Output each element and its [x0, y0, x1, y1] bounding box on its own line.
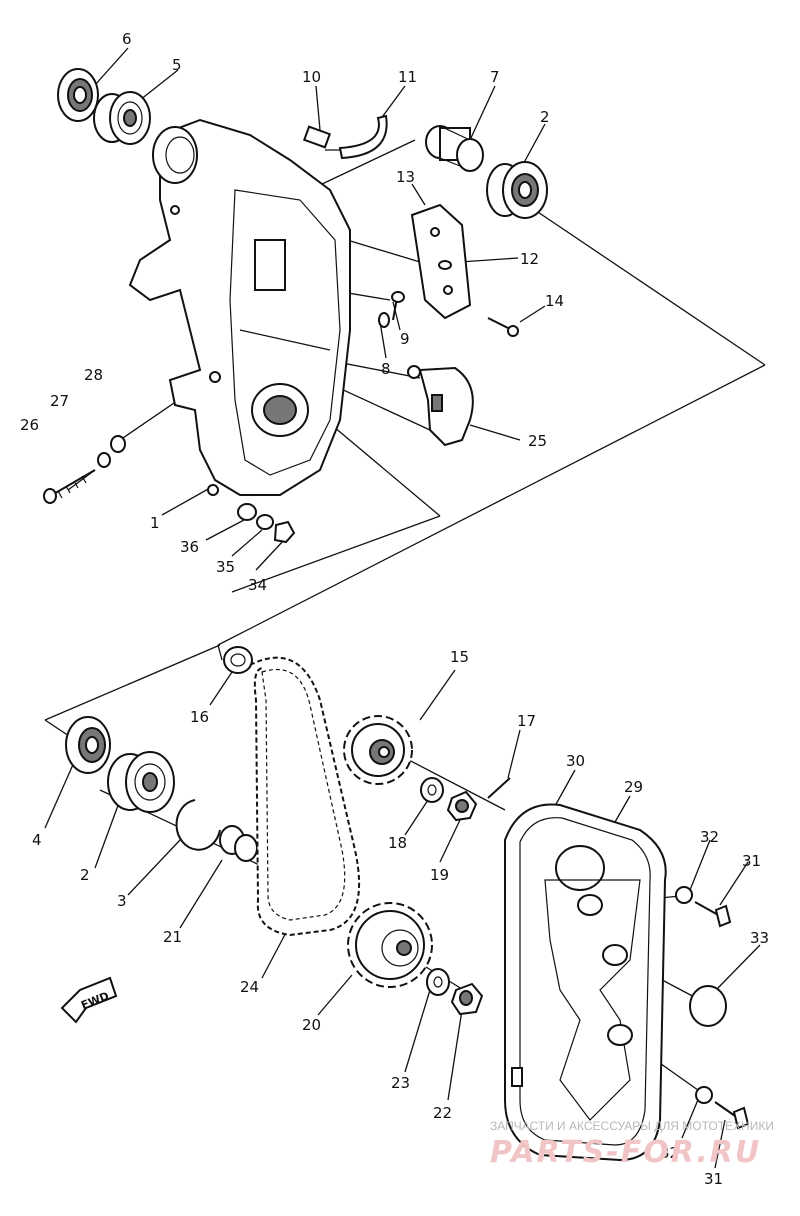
chain-case-cover-29 — [504, 803, 667, 1162]
label-33: 33 — [750, 929, 769, 947]
collar-7 — [425, 125, 484, 172]
bolt-9-washer-8 — [378, 291, 405, 328]
bearing-2-upper — [486, 161, 548, 219]
label-23: 23 — [391, 1074, 410, 1092]
label-36: 36 — [180, 538, 199, 556]
nut-washers-lower — [237, 503, 296, 544]
bolt-26 — [43, 435, 126, 504]
bearing-2-lower — [107, 751, 175, 813]
drive-sprocket-15 — [343, 715, 413, 785]
label-29: 29 — [624, 778, 643, 796]
plug-cap-33 — [689, 985, 727, 1027]
drive-chain-24 — [249, 656, 361, 937]
label-28: 28 — [84, 366, 103, 384]
bolt-31-upper — [675, 886, 732, 928]
label-26: 26 — [20, 416, 39, 434]
breather-nipple — [302, 114, 388, 160]
label-19: 19 — [430, 866, 449, 884]
forward-direction-arrow: FWD — [60, 976, 118, 1024]
label-13: 13 — [396, 168, 415, 186]
label-2-lower: 2 — [80, 866, 90, 884]
label-5: 5 — [172, 56, 182, 74]
bearing-5 — [93, 91, 151, 145]
label-24: 24 — [240, 978, 259, 996]
label-22: 22 — [433, 1104, 452, 1122]
label-8: 8 — [381, 360, 391, 378]
label-7: 7 — [490, 68, 500, 86]
label-14: 14 — [545, 292, 564, 310]
label-20: 20 — [302, 1016, 321, 1034]
bearing-4 — [65, 716, 111, 774]
label-34: 34 — [248, 576, 267, 594]
label-15: 15 — [450, 648, 469, 666]
bearing-6 — [57, 68, 99, 122]
label-31-upper: 31 — [742, 852, 761, 870]
part-number-labels: 1 2 2 3 4 5 6 7 8 9 10 11 12 13 14 15 16… — [20, 30, 769, 1188]
label-6: 6 — [122, 30, 132, 48]
label-18: 18 — [388, 834, 407, 852]
label-3: 3 — [117, 892, 127, 910]
chain-case-housing — [128, 118, 351, 496]
label-12: 12 — [520, 250, 539, 268]
label-10: 10 — [302, 68, 321, 86]
label-11: 11 — [398, 68, 417, 86]
bolt-31-lower — [695, 1086, 750, 1130]
cotter-pin-17 — [487, 777, 511, 799]
washer-23-nut-22 — [426, 968, 484, 1016]
watermark-caption: ЗАПЧАСТИ И АКСЕССУАРЫ ДЛЯ МОТОТЕХНИКИ — [490, 1119, 774, 1133]
label-1: 1 — [150, 514, 160, 532]
label-17: 17 — [517, 712, 536, 730]
label-35: 35 — [216, 558, 235, 576]
adjuster-plate — [410, 203, 472, 320]
label-4: 4 — [32, 831, 42, 849]
label-27: 27 — [50, 392, 69, 410]
label-21: 21 — [163, 928, 182, 946]
collar-21 — [219, 825, 258, 862]
tensioner-25 — [407, 365, 474, 447]
washer-18-nut-19 — [420, 777, 478, 822]
label-32-lower: 32 — [660, 1144, 679, 1162]
label-2-upper: 2 — [540, 108, 550, 126]
label-31-lower: 31 — [704, 1170, 723, 1188]
driven-sprocket-20 — [347, 902, 433, 988]
watermark: ЗАПЧАСТИ И АКСЕССУАРЫ ДЛЯ МОТОТЕХНИКИ PA… — [490, 1119, 774, 1170]
label-25: 25 — [528, 432, 547, 450]
oil-seal-16 — [223, 646, 253, 674]
label-32-upper: 32 — [700, 828, 719, 846]
label-16: 16 — [190, 708, 209, 726]
screw-14 — [487, 317, 519, 337]
circlip-3 — [175, 799, 221, 851]
label-9: 9 — [400, 330, 410, 348]
label-30: 30 — [566, 752, 585, 770]
watermark-brand: PARTS-FOR.RU — [490, 1135, 761, 1170]
